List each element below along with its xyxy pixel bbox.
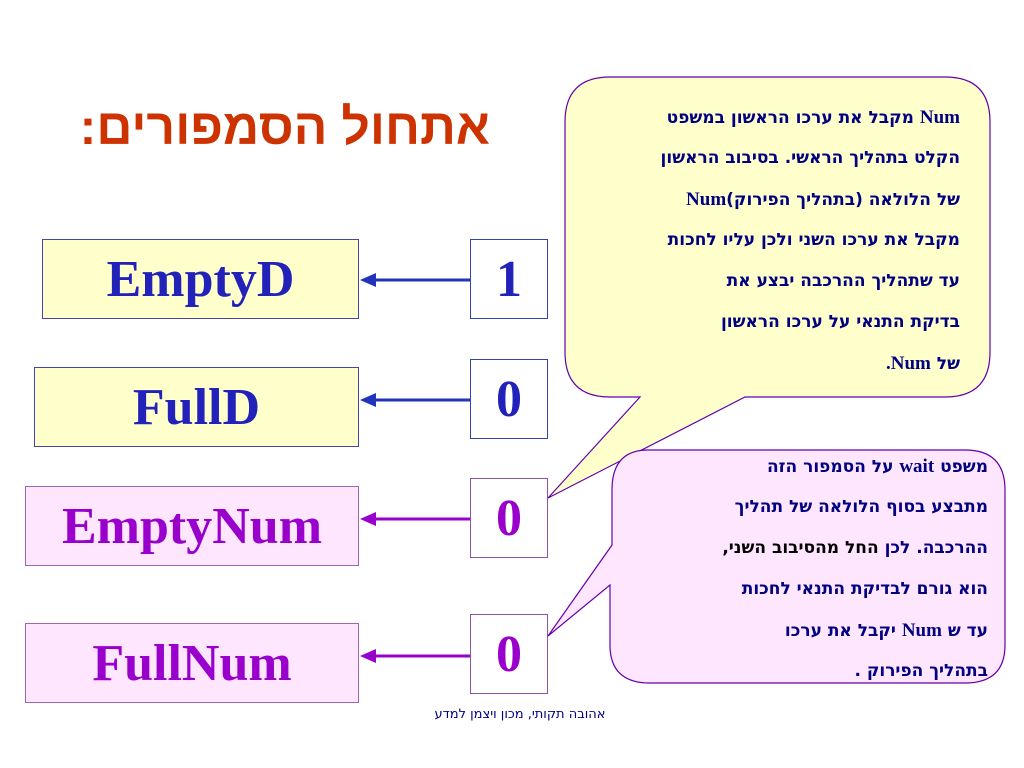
callout-top-line-1: Num מקבל את ערכו הראשון במשפט [666,107,960,128]
callout-top-text: Num מקבל את ערכו הראשון במשפט הקלט בתהלי… [520,97,960,384]
callout-bottom-line-5: עד ש Num יקבל את ערכו [784,620,988,641]
callout-top-line-7: של Num. [886,353,960,374]
callout-bottom-line-1: משפט wait על הסמפור הזה [767,456,988,477]
semaphore-name-emptyd: EmptyD [42,239,359,319]
semaphore-value-emptyd: 1 [470,239,548,319]
callout-top-line-4: מקבל את ערכו השני ולכן עליו לחכות [667,230,960,250]
callout-bottom-bubble [547,449,1006,684]
callout-top-line-6: בדיקת התנאי על ערכו הראשון [720,312,960,332]
callout-bottom-line-3: ההרכבה. לכן החל מהסיבוב השני, [722,538,988,558]
semaphore-name-fullnum: FullNum [25,623,359,703]
semaphore-value-fullnum: 0 [470,614,548,694]
callout-bottom-line-6: בתהליך הפירוק . [854,661,988,681]
arrow-emptyd [360,273,470,287]
callout-bottom-line-4: הוא גורם לבדיקת התנאי לחכות [741,579,988,599]
semaphore-name-fulld: FullD [34,367,359,447]
arrow-fulld [360,393,470,407]
arrow-emptynum [360,512,470,526]
arrow-fullnum [360,649,470,663]
callout-top-line-2: הקלט בתהליך הראשי. בסיבוב הראשון [660,148,960,168]
callout-top-line-5: עד שתהליך ההרכבה יבצע את [726,271,960,291]
callout-bottom-text: משפט wait על הסמפור הזה מתבצע בסוף הלולא… [600,446,988,692]
callout-top-bubble [547,76,991,499]
page-title: אתחול הסמפורים: [79,99,490,155]
semaphore-name-emptynum: EmptyNum [25,486,359,566]
callout-top-line-3: של הלולאה (בתהליך הפירוק)Num [686,189,960,210]
footer-credit: אהובה תקותי, מכון ויצמן למדע [434,707,606,722]
callout-bottom-line-2: מתבצע בסוף הלולאה של תהליך [734,497,988,517]
semaphore-value-emptynum: 0 [470,478,548,558]
semaphore-value-fulld: 0 [470,359,548,439]
